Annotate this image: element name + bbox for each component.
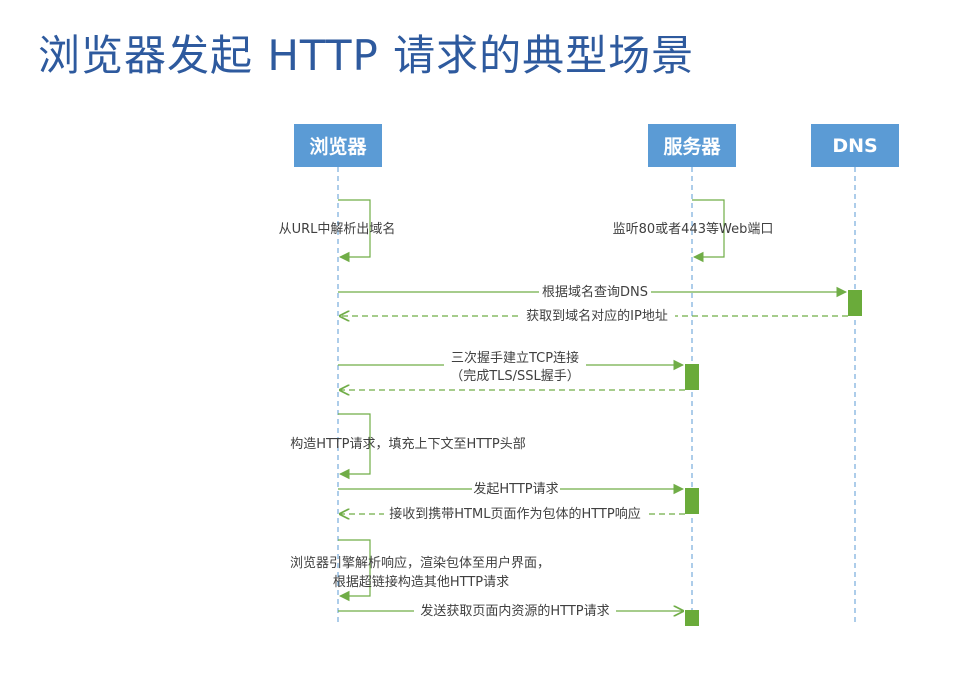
label-send-request: 发起HTTP请求 (473, 481, 558, 497)
label-render-line1: 浏览器引擎解析响应，渲染包体至用户界面， (290, 555, 550, 571)
label-render-line2: 根据超链接构造其他HTTP请求 (333, 574, 509, 590)
actor-dns: DNS (811, 124, 899, 167)
label-listen: 监听80或者443等Web端口 (613, 221, 774, 237)
actor-server-label: 服务器 (663, 136, 721, 158)
label-build-request: 构造HTTP请求，填充上下文至HTTP头部 (290, 436, 526, 452)
label-tcp-line2: （完成TLS/SSL握手） (450, 369, 580, 384)
activation-server-http (685, 488, 699, 514)
label-dns-reply: 获取到域名对应的IP地址 (526, 308, 668, 324)
actor-server: 服务器 (648, 124, 736, 167)
label-resources: 发送获取页面内资源的HTTP请求 (420, 603, 609, 619)
actor-browser: 浏览器 (294, 124, 382, 167)
self-arrow-build-request (338, 413, 371, 480)
label-parse-url: 从URL中解析出域名 (279, 221, 396, 237)
label-dns-query: 根据域名查询DNS (542, 284, 648, 300)
actor-browser-label: 浏览器 (309, 136, 367, 158)
self-arrow-listen (692, 199, 725, 263)
activation-server-resources (685, 610, 699, 626)
self-arrow-parse-url (338, 199, 371, 263)
page-title: 浏览器发起 HTTP 请求的典型场景 (38, 31, 695, 80)
activation-server-tcp (685, 364, 699, 390)
actor-dns-label: DNS (832, 134, 878, 157)
label-response: 接收到携带HTML页面作为包体的HTTP响应 (389, 506, 640, 522)
label-tcp-line1: 三次握手建立TCP连接 (451, 350, 579, 366)
activation-dns (848, 290, 862, 316)
self-arrow-render (338, 539, 371, 602)
